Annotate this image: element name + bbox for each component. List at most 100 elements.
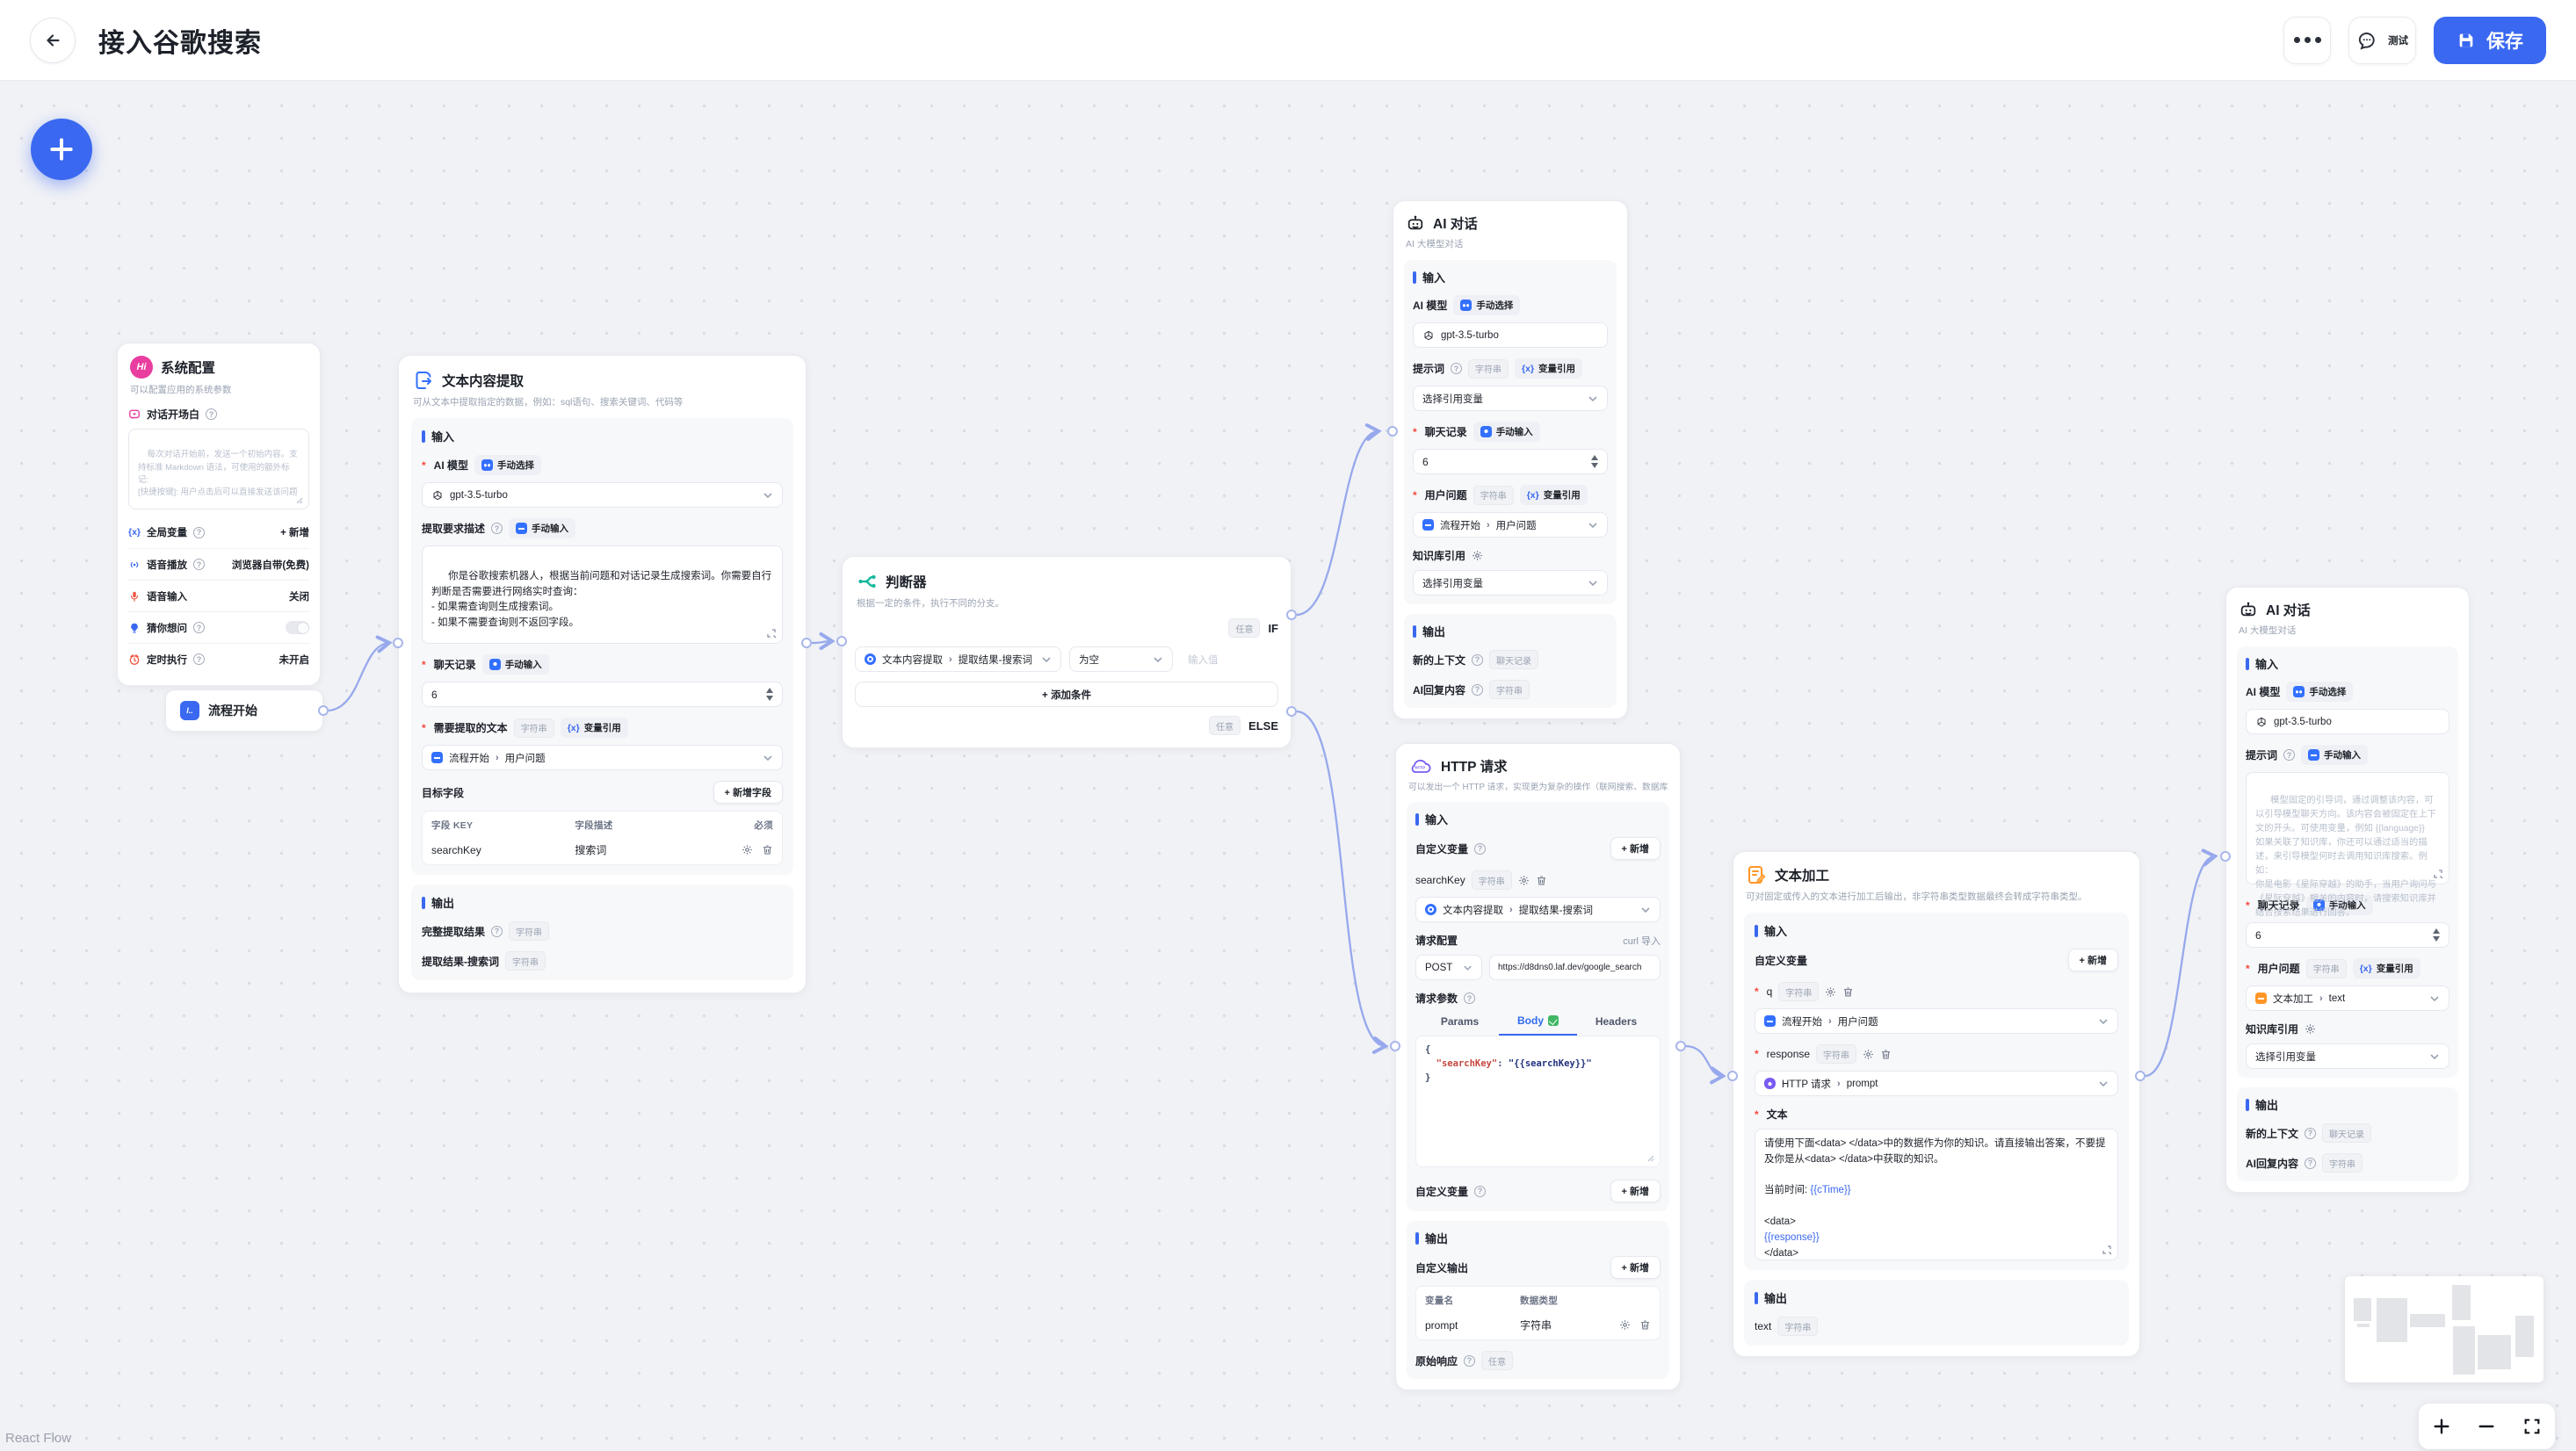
- fit-view-button[interactable]: [2522, 1417, 2542, 1436]
- manual-input-badge[interactable]: 手动输入: [2301, 745, 2369, 765]
- trash-icon[interactable]: [1842, 986, 1854, 998]
- help-icon[interactable]: [206, 408, 218, 420]
- trash-icon[interactable]: [1880, 1049, 1892, 1060]
- trash-icon[interactable]: [1536, 875, 1547, 886]
- condition-value-input[interactable]: 输入值: [1188, 654, 1219, 666]
- user-question-select[interactable]: 流程开始 › 用户问题: [1413, 512, 1608, 538]
- table-row[interactable]: prompt 字符串: [1425, 1317, 1651, 1332]
- row-guess[interactable]: 猜你想问: [128, 611, 309, 643]
- help-icon[interactable]: [1472, 653, 1484, 666]
- manual-select-badge[interactable]: 手动选择: [474, 455, 542, 475]
- node-text-process[interactable]: 文本加工 可对固定或传入的文本进行加工后输出，非字符串类型数据最终会转成字符串类…: [1733, 851, 2140, 1357]
- any-badge[interactable]: 任意: [1209, 716, 1241, 735]
- row-tts[interactable]: 语音播放 浏览器自带(免费): [128, 548, 309, 580]
- add-var-button[interactable]: + 新增: [1610, 1180, 1661, 1202]
- gear-icon[interactable]: [1863, 1049, 1874, 1060]
- model-select[interactable]: gpt-3.5-turbo: [1413, 322, 1608, 348]
- help-icon[interactable]: [2283, 749, 2296, 761]
- number-stepper[interactable]: [1591, 455, 1598, 468]
- add-output-button[interactable]: + 新增: [1610, 1256, 1661, 1279]
- target-text-select[interactable]: 流程开始 › 用户问题: [422, 745, 783, 770]
- help-icon[interactable]: [1472, 683, 1484, 696]
- condition-op-select[interactable]: 为空: [1069, 646, 1173, 672]
- handle-textproc-in[interactable]: [1727, 1071, 1738, 1081]
- var-ref-badge[interactable]: {x}变量引用: [1519, 485, 1588, 505]
- gear-icon[interactable]: [1825, 986, 1836, 998]
- searchkey-select[interactable]: 文本内容提取 › 提取结果-搜索词: [1415, 897, 1661, 922]
- help-icon[interactable]: [491, 523, 503, 534]
- expand-icon[interactable]: [766, 628, 777, 639]
- gear-icon[interactable]: [1518, 875, 1530, 886]
- manual-input-badge[interactable]: 手动输入: [1473, 422, 1540, 442]
- node-condition[interactable]: 判断器 根据一定的条件，执行不同的分支。 任意 IF 文本内容提取 › 提取结果…: [842, 556, 1292, 748]
- var-ref-badge[interactable]: {x}变量引用: [2352, 958, 2420, 978]
- any-badge[interactable]: 任意: [1228, 618, 1261, 638]
- row-global-vars[interactable]: {x} 全局变量 + 新增: [128, 516, 309, 548]
- handle-http-out[interactable]: [1675, 1041, 1686, 1051]
- help-icon[interactable]: [193, 622, 205, 633]
- help-icon[interactable]: [1474, 842, 1487, 855]
- back-button[interactable]: [30, 17, 76, 63]
- curl-import-button[interactable]: curl 导入: [1623, 935, 1661, 947]
- zoom-out-button[interactable]: [2477, 1417, 2496, 1436]
- manual-input-badge[interactable]: 手动输入: [509, 518, 576, 538]
- row-stt[interactable]: 语音输入 关闭: [128, 580, 309, 611]
- gear-icon[interactable]: [2305, 1023, 2316, 1035]
- add-node-button[interactable]: [31, 119, 92, 180]
- help-icon[interactable]: [491, 925, 503, 937]
- model-select[interactable]: gpt-3.5-turbo: [2246, 709, 2449, 734]
- user-question-select[interactable]: 文本加工 › text: [2246, 985, 2449, 1011]
- manual-input-badge[interactable]: 手动输入: [481, 654, 549, 675]
- minimap[interactable]: [2345, 1276, 2543, 1382]
- help-icon[interactable]: [2305, 1127, 2317, 1139]
- handle-chat-right-in[interactable]: [2220, 851, 2231, 862]
- model-select[interactable]: gpt-3.5-turbo: [422, 482, 783, 508]
- var-ref-badge[interactable]: {x}变量引用: [1515, 358, 1583, 379]
- handle-extract-out[interactable]: [801, 638, 812, 648]
- add-var-button[interactable]: + 新增: [2067, 949, 2118, 971]
- manual-input-badge[interactable]: 手动输入: [2305, 895, 2373, 915]
- tab-headers[interactable]: Headers: [1595, 1015, 1638, 1028]
- node-ai-chat-top[interactable]: AI 对话 AI 大模型对话 输入 AI 模型 手动选择 gpt-3.5-tur…: [1393, 200, 1628, 719]
- handle-else-out[interactable]: [1286, 706, 1297, 717]
- kb-select[interactable]: 选择引用变量: [2246, 1043, 2449, 1069]
- expand-icon[interactable]: [2433, 869, 2443, 879]
- row-timer[interactable]: 定时执行 未开启: [128, 643, 309, 675]
- body-code-editor[interactable]: { "searchKey": "{{searchKey}}" }: [1415, 1036, 1661, 1167]
- chat-history-input[interactable]: 6: [2246, 922, 2449, 948]
- test-button[interactable]: 测试: [2348, 16, 2416, 64]
- node-http-request[interactable]: HTTP HTTP 请求 可以发出一个 HTTP 请求，实现更为复杂的操作（联网…: [1395, 743, 1681, 1390]
- help-icon[interactable]: [1464, 1354, 1476, 1367]
- node-system-config[interactable]: Hi 系统配置 可以配置应用的系统参数 对话开场白 每次对话开始前，发送一个初始…: [117, 343, 321, 686]
- trash-icon[interactable]: [1639, 1319, 1651, 1331]
- url-input[interactable]: https://d8dns0.laf.dev/google_search: [1489, 955, 1661, 980]
- handle-http-in[interactable]: [1390, 1041, 1400, 1051]
- handle-textproc-out[interactable]: [2135, 1071, 2145, 1081]
- flow-canvas[interactable]: [0, 81, 2576, 1451]
- table-row[interactable]: searchKey 搜索词: [431, 842, 773, 857]
- help-icon[interactable]: [193, 526, 206, 538]
- prompt-select[interactable]: 选择引用变量: [1413, 386, 1608, 411]
- add-field-button[interactable]: + 新增字段: [713, 781, 783, 804]
- manual-select-badge[interactable]: 手动选择: [1453, 295, 1521, 315]
- opening-textarea[interactable]: 每次对话开始前，发送一个初始内容。支持标准 Markdown 语法，可使用的额外…: [128, 429, 309, 509]
- var-ref-badge[interactable]: {x}变量引用: [560, 718, 628, 738]
- save-button[interactable]: 保存: [2434, 16, 2546, 64]
- help-icon[interactable]: [1451, 363, 1463, 374]
- help-icon[interactable]: [1474, 1185, 1487, 1197]
- prompt-textarea[interactable]: 模型固定的引导词，通过调整该内容，可以引导模型聊天方向。该内容会被固定在上下文的…: [2246, 772, 2449, 918]
- text-template-textarea[interactable]: 请使用下面<data> </data>中的数据作为你的知识。请直接输出答案，不要…: [1755, 1129, 2118, 1260]
- response-select[interactable]: HTTP 请求 › prompt: [1755, 1071, 2118, 1096]
- node-ai-chat-right[interactable]: AI 对话 AI 大模型对话 输入 AI 模型 手动选择 gpt-3.5-tur…: [2225, 587, 2470, 1193]
- handle-chat-top-in[interactable]: [1387, 426, 1398, 437]
- tab-params[interactable]: Params: [1440, 1015, 1480, 1028]
- gear-icon[interactable]: [1472, 550, 1483, 561]
- condition-left-select[interactable]: 文本内容提取 › 提取结果-搜索词: [855, 646, 1061, 672]
- handle-extract-in[interactable]: [393, 638, 403, 648]
- number-stepper[interactable]: [2433, 928, 2440, 942]
- method-select[interactable]: POST: [1415, 955, 1482, 980]
- node-text-extract[interactable]: 文本内容提取 可从文本中提取指定的数据，例如：sql语句、搜索关键词、代码等 输…: [398, 355, 807, 993]
- chat-history-input[interactable]: 6: [422, 682, 783, 707]
- zoom-in-button[interactable]: [2432, 1417, 2451, 1436]
- add-var-button[interactable]: + 新增: [1610, 837, 1661, 860]
